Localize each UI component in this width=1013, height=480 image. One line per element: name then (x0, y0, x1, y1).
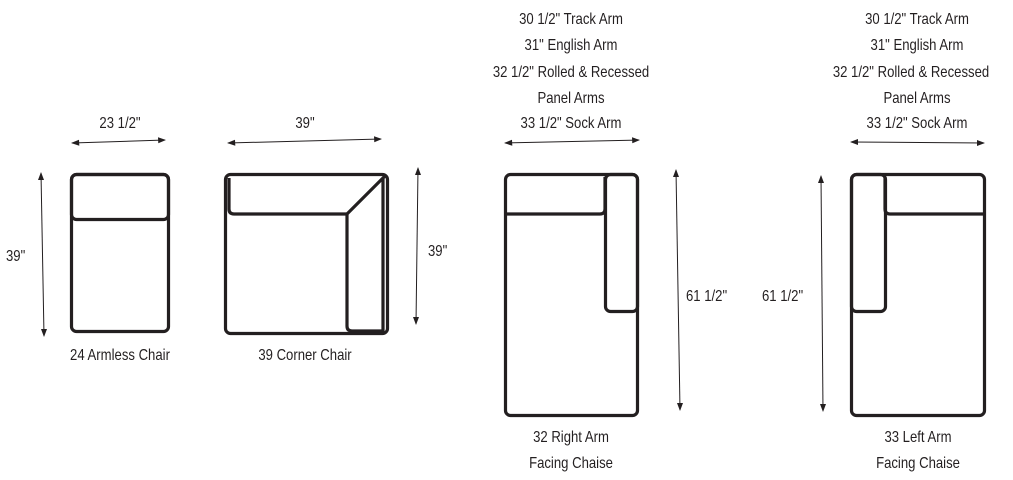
raf-chaise-depth-dimension (673, 169, 683, 411)
laf-chaise-outline (849, 172, 987, 418)
laf-chaise-name-line: 33 Left Arm (884, 429, 952, 446)
armless-chair-depth-label: 39" (6, 248, 26, 265)
corner-chair-width-dimension (227, 136, 382, 146)
armless-chair-name: 24 Armless Chair (70, 347, 170, 364)
laf-chaise-arm (849, 172, 888, 314)
raf-chaise-name-line: Facing Chaise (529, 455, 613, 472)
corner-chair-depth-label: 39" (428, 243, 448, 260)
raf-width-line: 30 1/2" Track Arm (519, 11, 623, 28)
corner-chair-name: 39 Corner Chair (258, 347, 352, 364)
raf-chaise-depth-label: 61 1/2" (686, 288, 728, 305)
raf-width-line: 31" English Arm (524, 37, 618, 54)
laf-chaise-name-line: Facing Chaise (876, 455, 960, 472)
laf-width-line: 31" English Arm (870, 37, 964, 54)
armless-chair-width-dimension (71, 137, 166, 146)
raf-width-line: 33 1/2" Sock Arm (520, 115, 622, 132)
armless-chair-width-label: 23 1/2" (99, 115, 141, 132)
laf-chaise-depth-dimension (818, 175, 826, 412)
corner-chair-miter (345, 174, 387, 216)
laf-width-line: 32 1/2" Rolled & Recessed (832, 64, 990, 81)
laf-width-line: 30 1/2" Track Arm (865, 11, 969, 28)
armless-chair-depth-dimension (38, 172, 47, 337)
raf-chaise-back (505, 177, 607, 216)
armless-chair-back (69, 172, 171, 222)
corner-chair-depth-dimension (413, 167, 421, 325)
laf-chaise-width-dimension (850, 139, 985, 146)
raf-chaise-arm (603, 172, 640, 314)
armless-chair-drawing (69, 172, 171, 334)
laf-chaise-depth-label: 61 1/2" (762, 288, 804, 305)
laf-chaise-back (883, 177, 985, 216)
corner-chair-outline (223, 172, 390, 336)
raf-width-line: Panel Arms (537, 90, 605, 107)
laf-width-line: Panel Arms (883, 90, 951, 107)
raf-chaise-drawing (503, 172, 640, 418)
armless-chair-outline (69, 172, 171, 334)
corner-chair-drawing (223, 172, 390, 336)
raf-chaise-name-line: 32 Right Arm (533, 429, 609, 446)
corner-chair-width-label: 39" (295, 115, 315, 132)
corner-chair-back (227, 178, 385, 333)
raf-width-line: 32 1/2" Rolled & Recessed (492, 64, 650, 81)
raf-chaise-outline (503, 172, 640, 418)
raf-chaise-width-dimension (504, 137, 640, 146)
laf-chaise-drawing (849, 172, 987, 418)
laf-width-line: 33 1/2" Sock Arm (866, 115, 968, 132)
